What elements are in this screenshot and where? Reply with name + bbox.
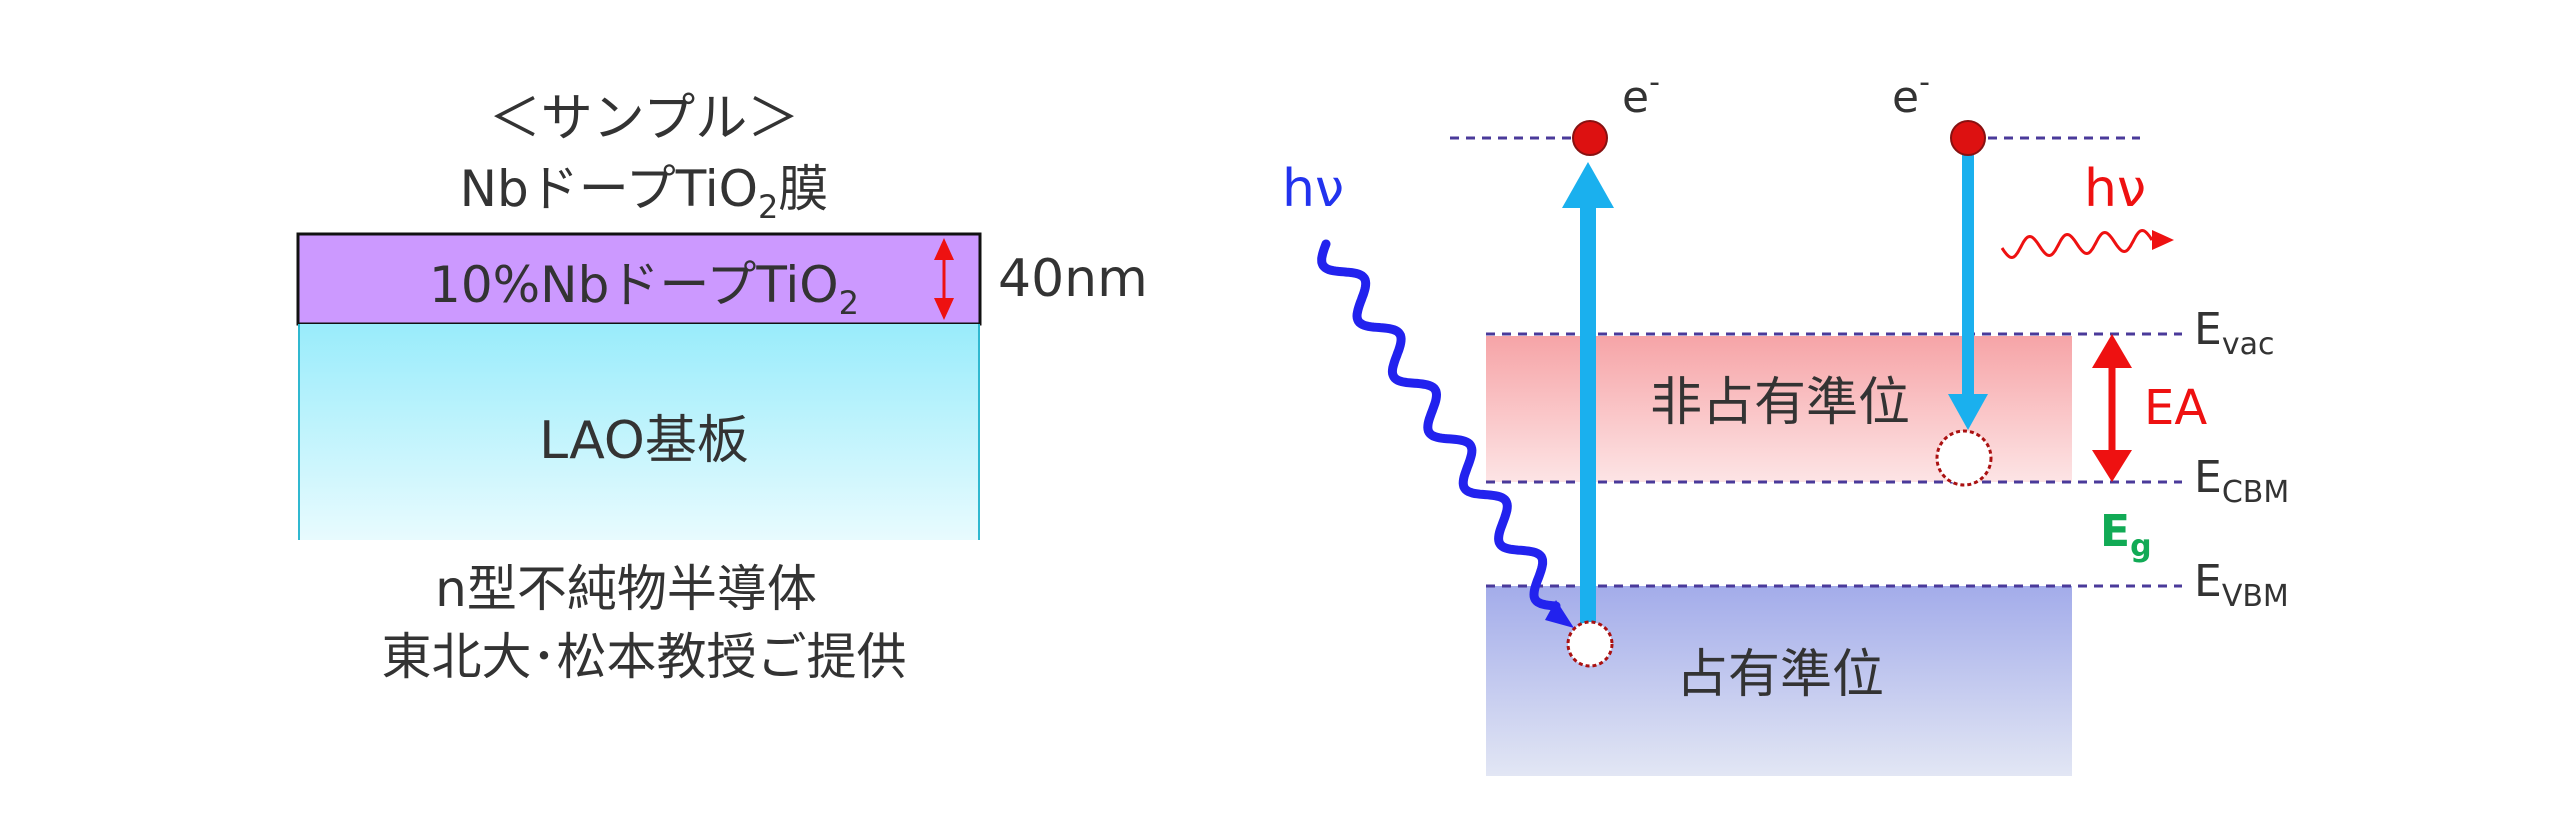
film-layer-label-main: 10%NbドープTiO — [429, 256, 839, 314]
sample-heading: ＜サンプル＞ — [489, 89, 799, 149]
electron-label-left-main: e — [1622, 72, 1649, 123]
incoming-photon-label: hν — [1282, 159, 1344, 219]
evbm-label-main: E — [2194, 556, 2222, 607]
lao-substrate — [298, 324, 980, 540]
evbm-label: EVBM — [2194, 556, 2289, 614]
electron-right — [1950, 120, 1986, 156]
electron-left — [1572, 120, 1608, 156]
electron-label-left: e- — [1622, 65, 1660, 123]
ecbm-label-main: E — [2194, 452, 2222, 503]
excitation-arrow — [1562, 162, 1614, 636]
sample-panel: ＜サンプル＞ NbドープTiO2膜 10%NbドープTiO2 40nm LAO基… — [296, 89, 1148, 686]
ecbm-label: ECBM — [2194, 452, 2289, 510]
sample-caption-line1: n型不純物半導体 — [435, 560, 817, 618]
eg-label: Eg — [2100, 506, 2152, 564]
relaxation-arrow — [1948, 150, 1988, 430]
hole-occupied — [1566, 620, 1614, 668]
ea-arrow — [2092, 334, 2132, 482]
hole-unoccupied — [1935, 429, 1993, 487]
band-diagram: 非占有準位 占有準位 Evac ECBM EVBM EA Eg — [1282, 65, 2289, 776]
evac-label-subscript: vac — [2222, 327, 2275, 362]
electron-label-right: e- — [1892, 65, 1930, 123]
film-layer-label: 10%NbドープTiO2 — [429, 256, 859, 322]
evac-label: Evac — [2194, 304, 2274, 362]
evac-label-main: E — [2194, 304, 2222, 355]
unoccupied-band-label: 非占有準位 — [1650, 373, 1910, 433]
film-title-subscript: 2 — [758, 188, 778, 226]
occupied-band-label: 占有準位 — [1676, 645, 1884, 705]
substrate-label: LAO基板 — [539, 411, 749, 471]
electron-label-left-charge: - — [1649, 65, 1660, 100]
film-title-main: NbドープTiO — [460, 160, 758, 218]
thickness-label: 40nm — [998, 249, 1148, 309]
film-layer-label-subscript: 2 — [839, 284, 859, 322]
eg-label-main: E — [2100, 506, 2130, 557]
emitted-photon-wave — [2000, 228, 2154, 260]
film-title-tail: 膜 — [778, 160, 828, 218]
incoming-photon-wave — [1317, 239, 1561, 611]
electron-label-right-charge: - — [1919, 65, 1930, 100]
sample-caption-line2: 東北大･松本教授ご提供 — [382, 628, 907, 686]
incoming-photon — [1317, 239, 1574, 628]
emitted-photon-label: hν — [2084, 159, 2146, 219]
evbm-label-subscript: VBM — [2222, 579, 2289, 614]
electron-label-right-main: e — [1892, 72, 1919, 123]
ea-label: EA — [2144, 380, 2207, 436]
nb-doped-tio2-layer — [296, 232, 982, 326]
ecbm-label-subscript: CBM — [2222, 475, 2289, 510]
film-title: NbドープTiO2膜 — [460, 160, 829, 226]
eg-label-subscript: g — [2130, 529, 2151, 564]
thickness-arrow — [934, 238, 954, 320]
emitted-photon — [2000, 228, 2174, 260]
